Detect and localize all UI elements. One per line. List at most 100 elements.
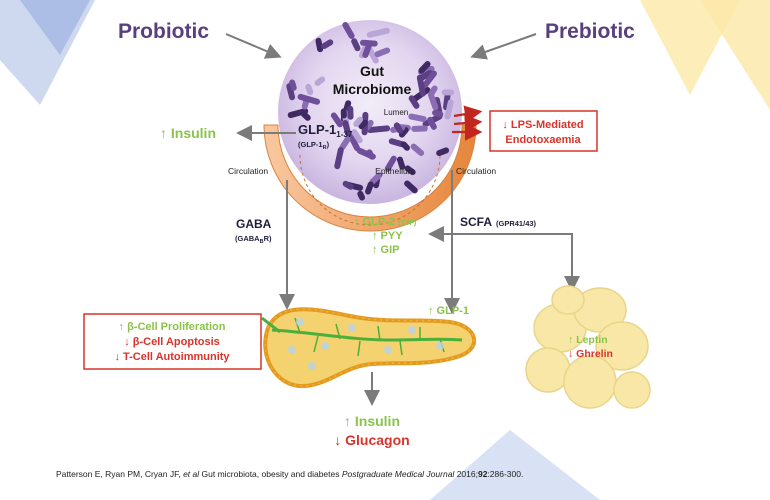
bacterium [340, 108, 347, 119]
islet-dots [288, 318, 444, 370]
bacterium [398, 127, 409, 138]
lumen-label: Lumen [384, 108, 408, 117]
adipose-tissue [525, 285, 651, 409]
bacterium [410, 143, 425, 156]
glp1-pancreas-label: ↑ GLP-1 [428, 305, 469, 317]
bacterium [432, 109, 444, 118]
lps-line2: Endotoxaemia [505, 134, 581, 146]
bacterium [400, 141, 410, 151]
gut-microbiome-sphere [278, 20, 462, 204]
leptin-label: ↑ Leptin [568, 334, 608, 346]
bacterium [396, 156, 406, 170]
outcome-insulin: ↑ Insulin [344, 413, 400, 429]
bacterium [427, 91, 439, 111]
bacterium [351, 38, 361, 52]
bacterium [374, 47, 391, 58]
prebiotic-label: Prebiotic [545, 20, 635, 43]
islet-dot [436, 342, 444, 350]
bacterium [339, 136, 351, 151]
outcome-glucagon: ↓ Glucagon [334, 432, 409, 448]
insulin-left-label: ↑ Insulin [160, 125, 216, 141]
islet-dot [296, 318, 304, 326]
bacterium [321, 39, 334, 50]
islet-dot [288, 346, 296, 354]
bacterium [408, 95, 420, 109]
bacterium [404, 180, 418, 194]
bacterium [384, 155, 397, 172]
glp1-receptor-label: (GLP-1R) [298, 140, 330, 151]
bacterium [342, 120, 352, 137]
islet-dot [384, 346, 392, 354]
bacterium [418, 61, 431, 74]
bacterium [330, 112, 343, 128]
bacterium [428, 85, 438, 97]
microbiome-title-line1: Gut [360, 63, 384, 79]
bacterium [342, 180, 354, 190]
bacterium [366, 149, 375, 160]
gip-label: ↑ GIP [372, 244, 400, 256]
gaba-receptor-label: (GABABR) [235, 234, 272, 245]
bacterium [351, 129, 363, 144]
bacterium [357, 190, 366, 201]
beta-apoptosis: ↓ β-Cell Apoptosis [124, 336, 220, 348]
bacterium [286, 83, 296, 101]
bacterium [358, 119, 368, 130]
pyy-label: ↑ PYY [372, 230, 403, 242]
lps-line1: ↓ LPS-Mediated [502, 119, 583, 131]
glp2-label: ↑ GLP-2(TJF) [354, 216, 417, 228]
bacterium [315, 37, 324, 53]
bacterium [367, 125, 391, 134]
bacterium [287, 108, 309, 119]
bacterium [289, 79, 297, 91]
bacterium [369, 172, 383, 185]
bacterium [334, 147, 344, 170]
scfa-label: SCFA(GPR41/43) [460, 215, 537, 229]
gaba-label: GABA [236, 217, 272, 231]
bacterium [444, 99, 454, 120]
circulation-left-label: Circulation [228, 166, 268, 176]
bacterium [421, 70, 437, 89]
islet-dot [321, 342, 329, 350]
bacterium [441, 89, 455, 96]
tcell-autoimmunity: ↓ T-Cell Autoimmunity [114, 351, 230, 363]
bacterium [297, 93, 321, 105]
bacterium [436, 147, 450, 157]
bacterium [365, 181, 374, 195]
bacterium [342, 22, 355, 39]
beta-proliferation: ↑ β-Cell Proliferation [119, 321, 226, 333]
beta-cell-box [83, 313, 262, 370]
bacterium [305, 83, 314, 96]
bacterium [388, 138, 405, 148]
lps-red-arrows [452, 105, 483, 141]
islet-dot [408, 326, 416, 334]
circulation-right-label: Circulation [456, 166, 496, 176]
islet-dot [348, 324, 356, 332]
islet-dot [308, 362, 316, 370]
bacterium [347, 131, 361, 152]
bacteria-cluster [286, 22, 455, 201]
citation: Patterson E, Ryan PM, Cryan JF, et al Gu… [56, 469, 524, 479]
bacterium [347, 105, 354, 120]
bacterium [353, 116, 364, 127]
scfa-to-adipose-arrow [452, 233, 580, 292]
microbiome-title-line2: Microbiome [333, 81, 412, 97]
bacterium [393, 122, 403, 134]
bacterium [411, 125, 428, 132]
epithelium-label: Epithelium [375, 166, 415, 176]
bacterium [408, 113, 427, 123]
probiotic-arrow [225, 33, 282, 59]
bacterium [404, 165, 416, 176]
bacterium [362, 41, 373, 58]
bacterium [427, 116, 437, 130]
lps-box [489, 110, 598, 152]
bacterium [366, 27, 390, 38]
bacterium [416, 74, 426, 97]
ghrelin-label: ↓ Ghrelin [568, 348, 613, 360]
pancreas [261, 307, 477, 389]
bacterium [314, 76, 326, 86]
glp1-label: GLP-11-37 [298, 122, 353, 139]
probiotic-label: Probiotic [118, 20, 209, 43]
prebiotic-arrow [470, 33, 537, 60]
